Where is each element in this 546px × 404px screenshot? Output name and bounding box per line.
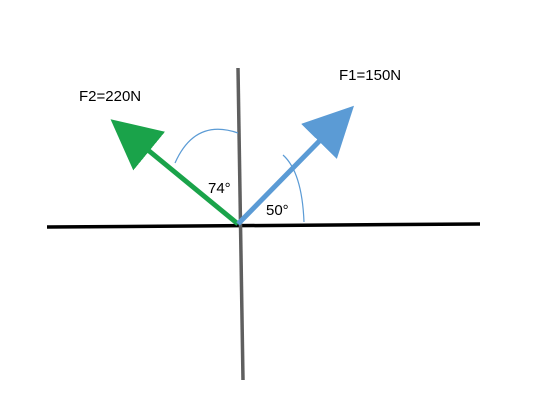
f2-label: F2=220N: [79, 88, 141, 105]
f2-angle-arc: [174, 128, 239, 164]
f2-angle-label: 74°: [208, 180, 231, 197]
f1-angle-label: 50°: [266, 202, 289, 219]
f1-angle-arc: [282, 154, 305, 223]
horizontal-axis: [46, 222, 481, 229]
f1-force-arrow: [236, 105, 355, 226]
f1-label: F1=150N: [339, 67, 401, 84]
f2-force-arrow: [110, 119, 240, 226]
